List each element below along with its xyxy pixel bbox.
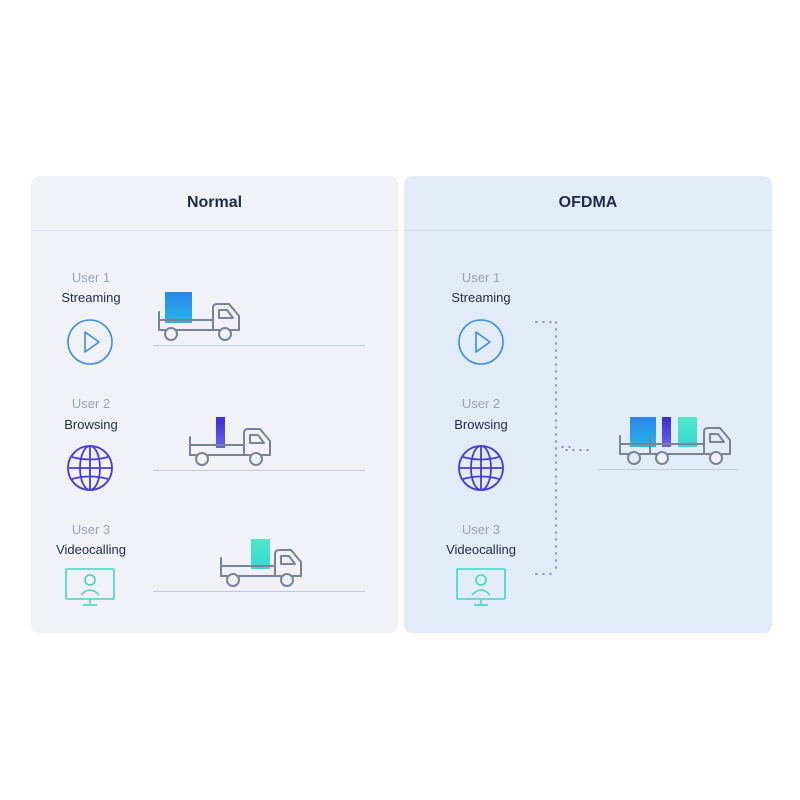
user-1-label: User 1 (71, 270, 111, 285)
play-icon (66, 318, 114, 371)
user-2-type: Browsing (454, 417, 508, 432)
videocall-cargo (251, 539, 270, 569)
play-icon (457, 318, 505, 371)
videocalling-truck (217, 536, 309, 597)
user-1-label: User 1 (461, 270, 501, 285)
user-3-type: Videocalling (56, 542, 126, 557)
road-line (153, 591, 365, 592)
ofdma-panel-title: OFDMA (558, 194, 618, 211)
user-3-type: Videocalling (446, 542, 516, 557)
browsing-cargo (216, 417, 225, 448)
browsing-truck (186, 415, 278, 476)
panel-divider (31, 230, 398, 231)
user-1-type: Streaming (451, 290, 511, 305)
user-1-type: Streaming (61, 290, 121, 305)
ofdma-panel: OFDMA User 1 Streaming User 2 Browsing U… (404, 176, 772, 633)
user-2-label: User 2 (71, 396, 111, 411)
dotted-connector (532, 320, 572, 585)
normal-panel-title: Normal (186, 194, 243, 211)
panel-divider (404, 230, 772, 231)
videocall-cargo (678, 417, 697, 447)
normal-panel: Normal User 1 Streaming User 2 Browsing (31, 176, 398, 633)
streaming-cargo (165, 292, 192, 323)
streaming-truck (155, 290, 247, 351)
globe-icon (457, 444, 505, 497)
monitor-user-icon (65, 568, 115, 613)
road-line (153, 470, 365, 471)
ofdma-truck (616, 414, 736, 475)
user-2-label: User 2 (461, 396, 501, 411)
browsing-cargo (662, 417, 671, 447)
road-line (598, 469, 738, 470)
user-3-label: User 3 (461, 522, 501, 537)
user-2-type: Browsing (64, 417, 118, 432)
road-line (153, 345, 365, 346)
dotted-connector-mid (564, 442, 594, 460)
globe-icon (66, 444, 114, 497)
monitor-user-icon (456, 568, 506, 613)
streaming-cargo (630, 417, 656, 447)
user-3-label: User 3 (71, 522, 111, 537)
